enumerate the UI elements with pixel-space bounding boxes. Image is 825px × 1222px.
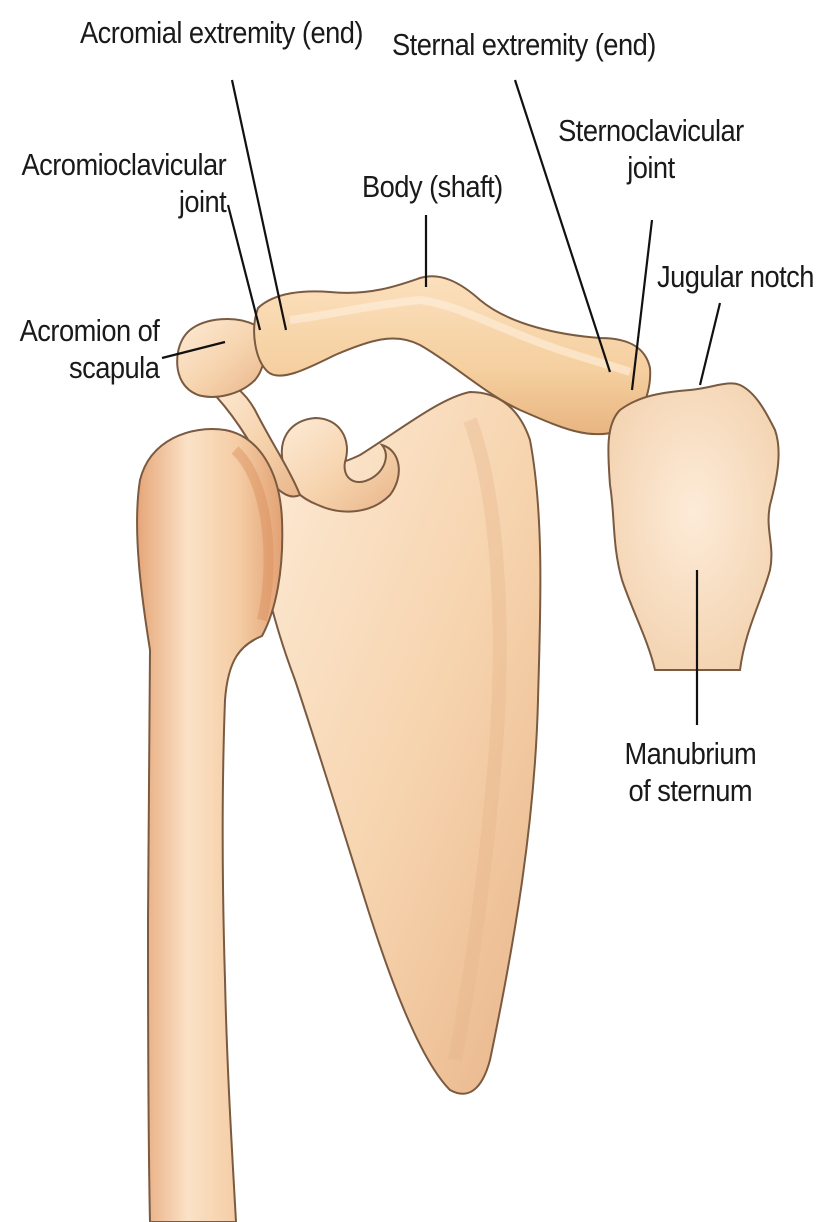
label-sternoclavicular-joint: Sternoclavicular joint — [555, 112, 747, 186]
label-sternoclavicular-joint-line1: Sternoclavicular — [555, 112, 747, 149]
leader-jugular-notch — [700, 303, 720, 385]
leader-acromioclavicular-joint — [228, 205, 260, 330]
label-acromioclavicular-joint-line1: Acromioclavicular — [8, 146, 226, 183]
label-acromioclavicular-joint: Acromioclavicular joint — [8, 146, 226, 220]
label-jugular-notch: Jugular notch — [657, 258, 814, 295]
label-body-shaft: Body (shaft) — [362, 168, 503, 205]
label-sternal-extremity: Sternal extremity (end) — [392, 26, 656, 63]
label-manubrium-line2: of sternum — [612, 772, 769, 809]
label-acromion-line2: scapula — [8, 349, 159, 386]
manubrium — [608, 383, 778, 670]
label-manubrium-line1: Manubrium — [612, 735, 769, 772]
acromion — [177, 319, 265, 397]
label-acromion-of-scapula: Acromion of scapula — [8, 312, 159, 386]
label-acromioclavicular-joint-line2: joint — [8, 183, 226, 220]
label-manubrium-of-sternum: Manubrium of sternum — [612, 735, 769, 809]
label-acromion-line1: Acromion of — [8, 312, 159, 349]
humerus — [137, 429, 282, 1222]
label-acromial-extremity: Acromial extremity (end) — [80, 14, 363, 51]
leader-acromial-extremity — [232, 80, 286, 330]
label-sternoclavicular-joint-line2: joint — [555, 149, 747, 186]
